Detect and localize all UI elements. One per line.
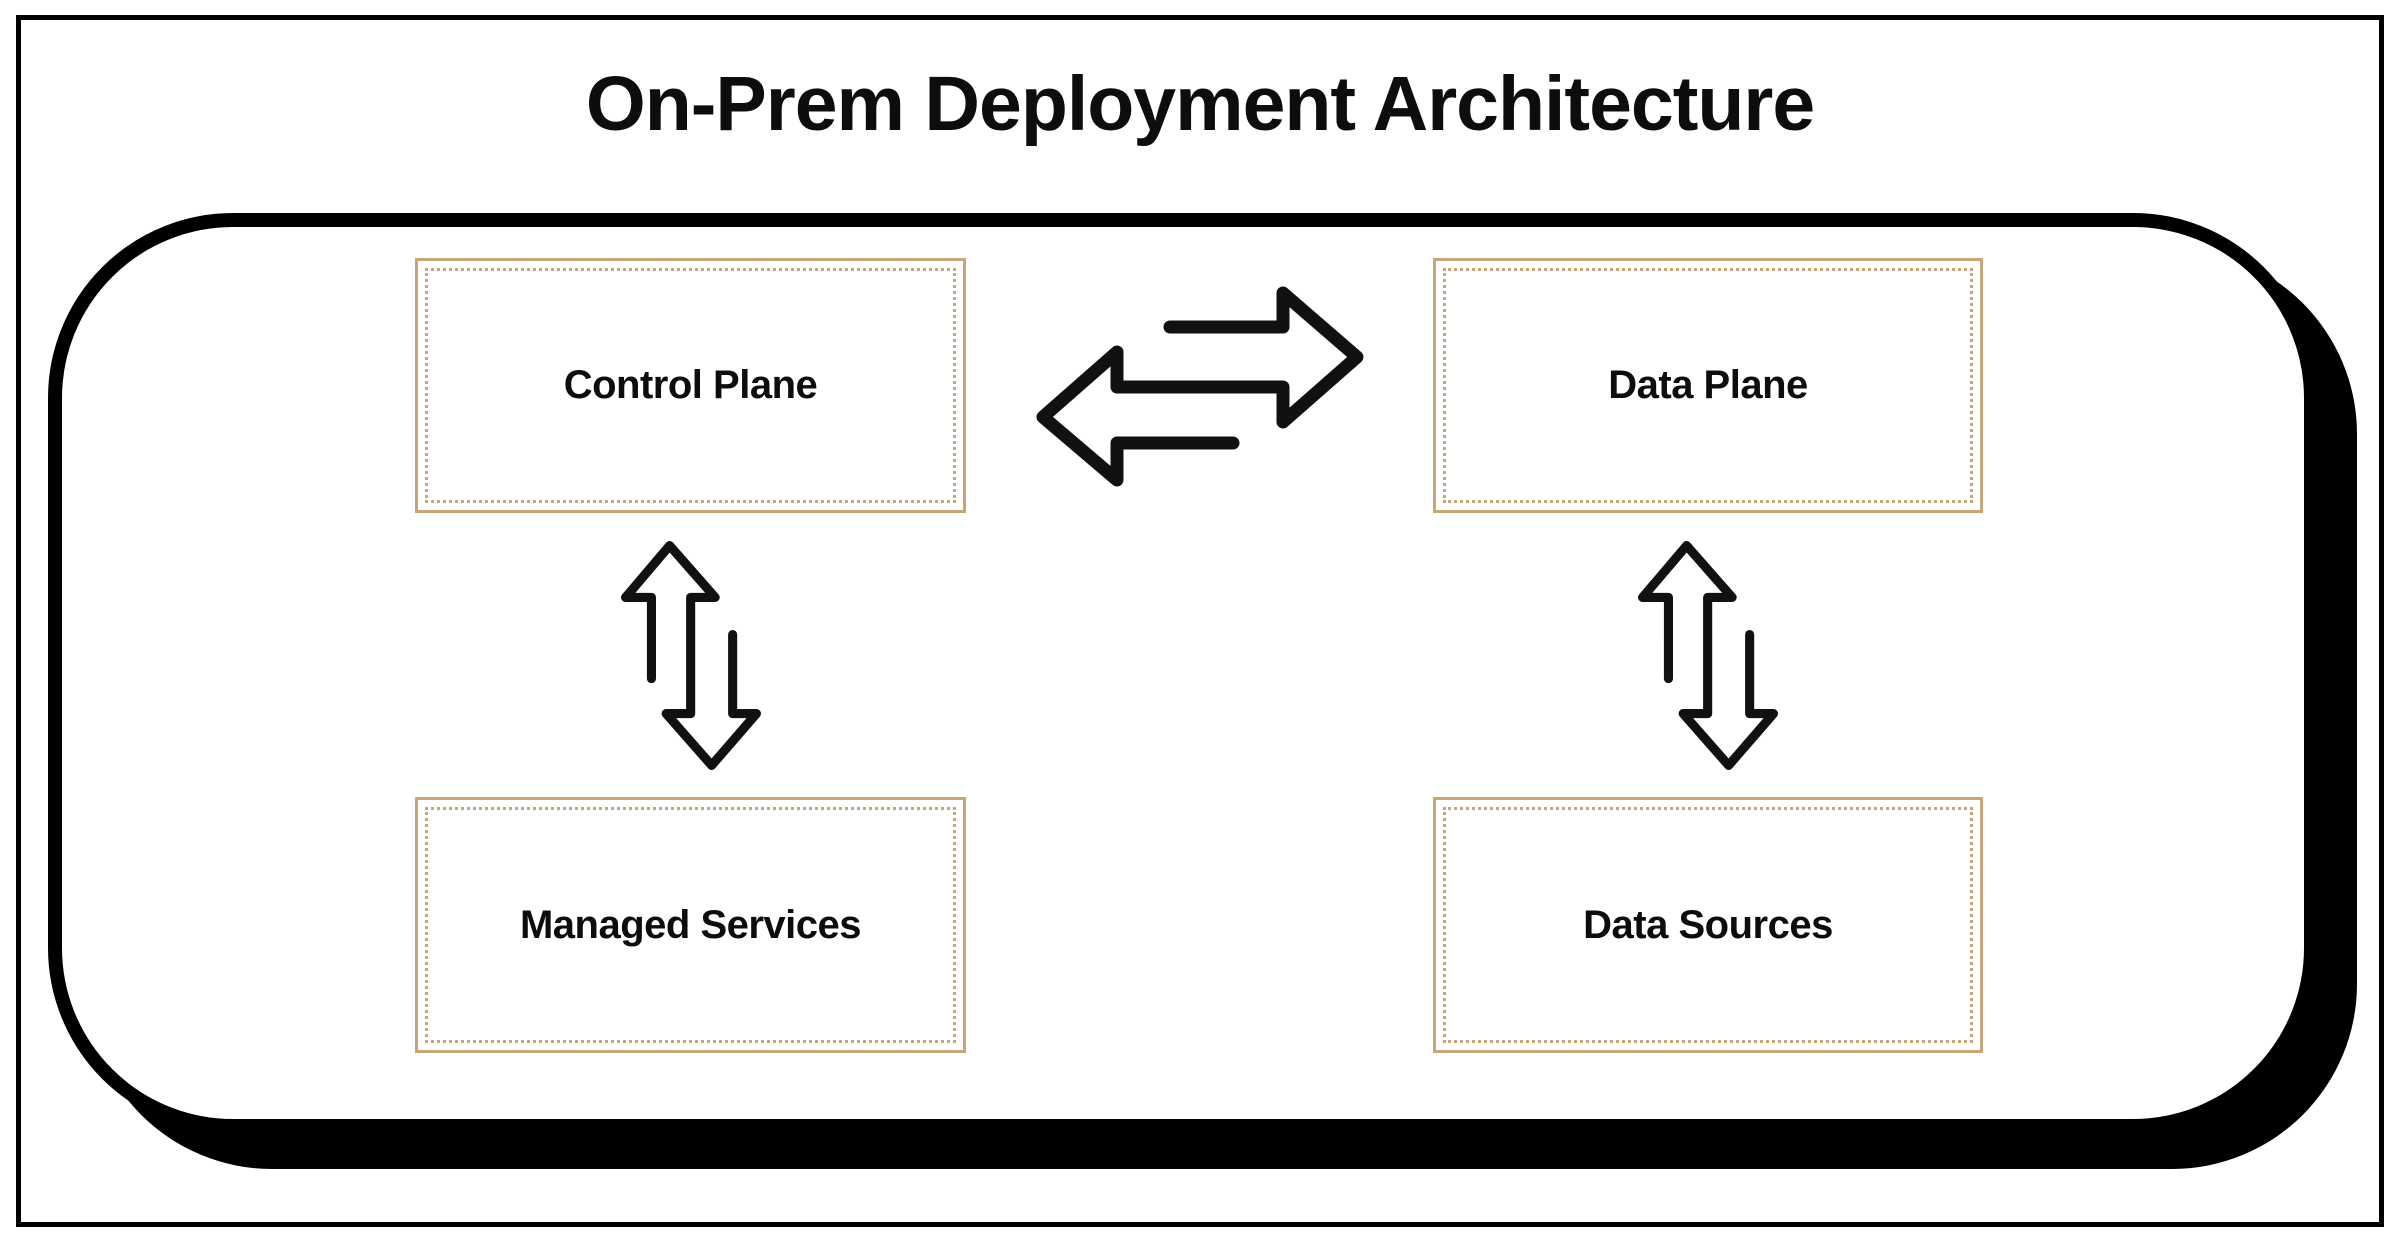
node-label-control-plane: Control Plane [563,363,818,407]
bidirectional-arrow-icon-control-plane-managed-services [620,540,762,771]
bidirectional-arrow-icon-control-plane-data-plane [1035,285,1365,488]
node-label-data-sources: Data Sources [1583,902,1833,947]
bidirectional-arrow-icon-data-plane-data-sources [1637,540,1779,771]
node-label-data-plane: Data Plane [1608,363,1808,407]
node-managed-services: Managed Services [415,797,966,1053]
diagram-title: On-Prem Deployment Architecture [585,61,1815,147]
node-data-plane: Data Plane [1433,258,1983,513]
page-border-frame [16,15,2384,1227]
node-data-sources: Data Sources [1433,797,1983,1053]
node-control-plane: Control Plane [415,258,966,513]
node-label-managed-services: Managed Services [519,902,862,947]
